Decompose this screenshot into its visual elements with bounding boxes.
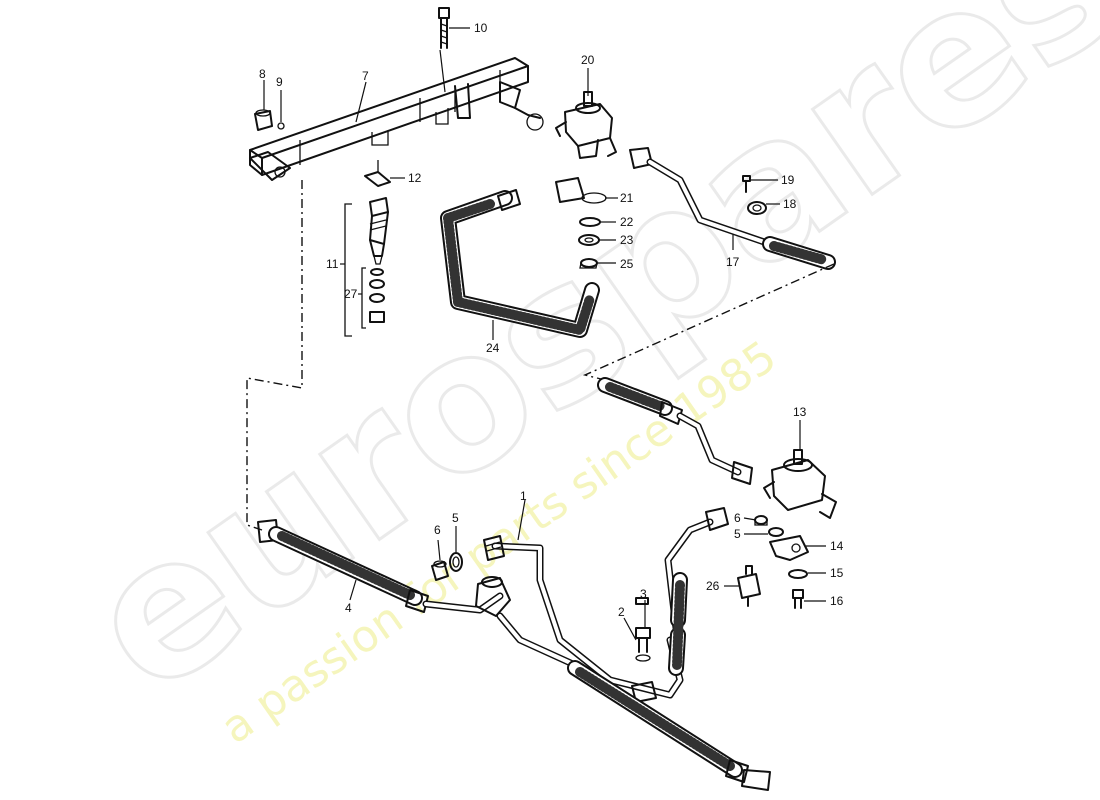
- ring-5-right: [768, 527, 784, 537]
- return-line: [597, 377, 753, 485]
- callout-24: 24: [486, 341, 500, 355]
- callout-13: 13: [793, 405, 807, 419]
- callout-21: 21: [620, 191, 634, 205]
- callout-19: 19: [781, 173, 795, 187]
- rubber-mount-26: [737, 565, 761, 607]
- nut-8: [254, 109, 273, 131]
- callout-1: 1: [520, 489, 527, 503]
- seal-set-27: [369, 268, 385, 323]
- callout-5-right: 5: [734, 527, 741, 541]
- leader-lines: [263, 27, 826, 641]
- bolt-2: [635, 627, 651, 662]
- callout-6-left: 6: [434, 523, 441, 537]
- fuel-distributor-block: [475, 576, 771, 791]
- callout-22: 22: [620, 215, 634, 229]
- callout-16: 16: [830, 594, 844, 608]
- fuel-hose-4: [257, 519, 504, 614]
- bracket-27: [361, 267, 366, 329]
- screw-19: [742, 175, 751, 193]
- callout-26: 26: [706, 579, 720, 593]
- callout-18: 18: [783, 197, 797, 211]
- callout-7: 7: [362, 69, 369, 83]
- bracket-14: [769, 535, 809, 561]
- reference-line-rail: [246, 180, 303, 531]
- callout-25: 25: [620, 257, 634, 271]
- bracket-11: [344, 203, 352, 337]
- bolt-3: [635, 597, 649, 605]
- washer-15: [788, 569, 808, 579]
- callout-11: 11: [326, 257, 339, 271]
- nut-6-left: [431, 560, 449, 581]
- callout-17: 17: [726, 255, 740, 269]
- callout-labels: 1 2 3 4 5 5 6 6 7 8 9 10 11 12 13 14 15 …: [259, 21, 844, 619]
- callout-27: 27: [344, 287, 358, 301]
- rail-bolt: [438, 7, 450, 49]
- nut-6-right: [754, 515, 768, 526]
- callout-15: 15: [830, 566, 844, 580]
- watermark: eurospares a passion for parts since 198…: [48, 0, 1100, 754]
- bolt-16: [792, 589, 804, 609]
- callout-10: 10: [474, 21, 488, 35]
- callout-20: 20: [581, 53, 595, 67]
- callout-4: 4: [345, 601, 352, 615]
- fuel-hose-24: [440, 189, 600, 338]
- pressure-regulator-20: [555, 91, 617, 159]
- washer-9: [277, 122, 285, 130]
- callout-6-right: 6: [734, 511, 741, 525]
- clip-12: [364, 160, 391, 187]
- callout-8: 8: [259, 67, 266, 81]
- fuel-line-1: [483, 507, 729, 703]
- pressure-regulator-13: [763, 449, 837, 519]
- callout-23: 23: [620, 233, 634, 247]
- callout-3: 3: [640, 587, 647, 601]
- callout-2: 2: [618, 605, 625, 619]
- reference-line-17-to-13: [582, 263, 835, 381]
- injector-11: [369, 197, 389, 265]
- callout-9: 9: [276, 75, 283, 89]
- callout-12: 12: [408, 171, 422, 185]
- ring-5-left: [449, 552, 463, 572]
- fuel-rail: [249, 57, 544, 181]
- callout-14: 14: [830, 539, 844, 553]
- callout-5-left: 5: [452, 511, 459, 525]
- fuel-line-17: [629, 147, 836, 270]
- clamp-18: [747, 201, 767, 215]
